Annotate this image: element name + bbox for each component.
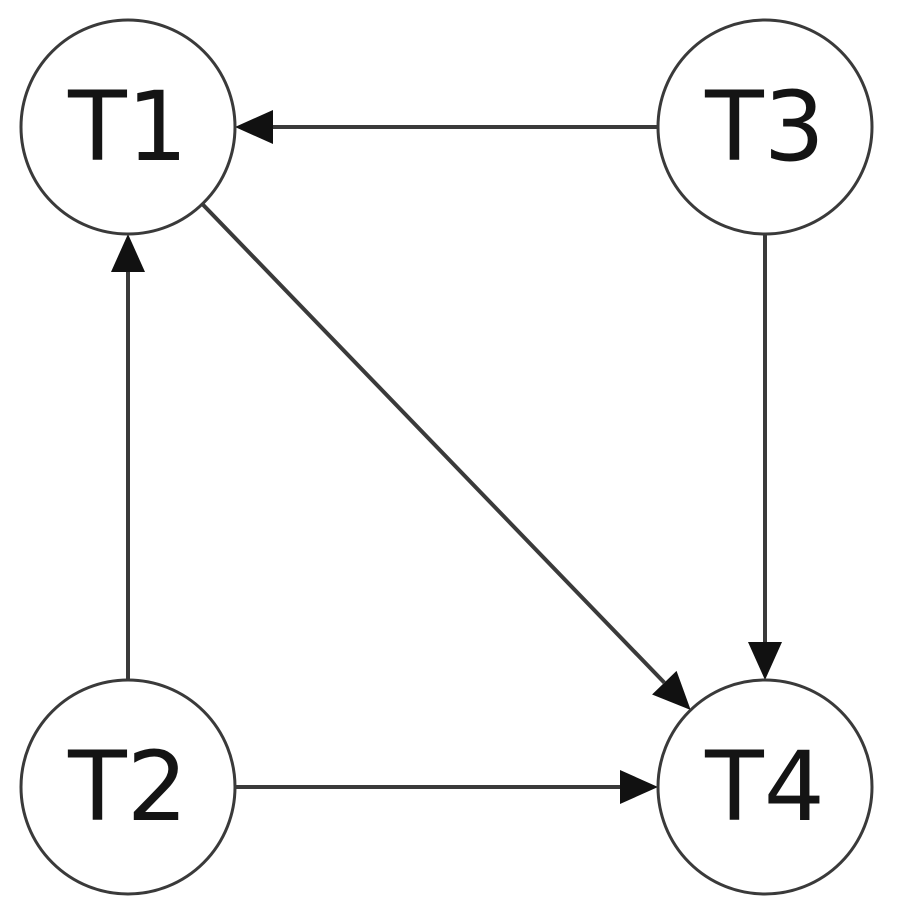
edge-t3-to-t4 xyxy=(748,234,782,680)
node-t2-label: T2 xyxy=(67,731,188,843)
edge-t1-to-t4 xyxy=(200,202,691,711)
arrowhead-icon xyxy=(748,642,782,680)
edges-layer xyxy=(111,110,782,804)
node-t1: T1 xyxy=(19,18,237,236)
node-t4: T4 xyxy=(656,678,874,896)
edge-line xyxy=(200,202,666,685)
node-t4-label: T4 xyxy=(704,731,825,843)
node-t3-label: T3 xyxy=(704,71,825,183)
node-t1-label: T1 xyxy=(67,71,188,183)
node-t2: T2 xyxy=(19,678,237,896)
edge-t2-to-t1 xyxy=(111,234,145,680)
arrowhead-icon xyxy=(652,670,691,711)
arrowhead-icon xyxy=(235,110,273,144)
arrowhead-icon xyxy=(620,770,658,804)
arrowhead-icon xyxy=(111,234,145,272)
edge-t3-to-t1 xyxy=(235,110,658,144)
edge-t2-to-t4 xyxy=(235,770,658,804)
node-t3: T3 xyxy=(656,18,874,236)
